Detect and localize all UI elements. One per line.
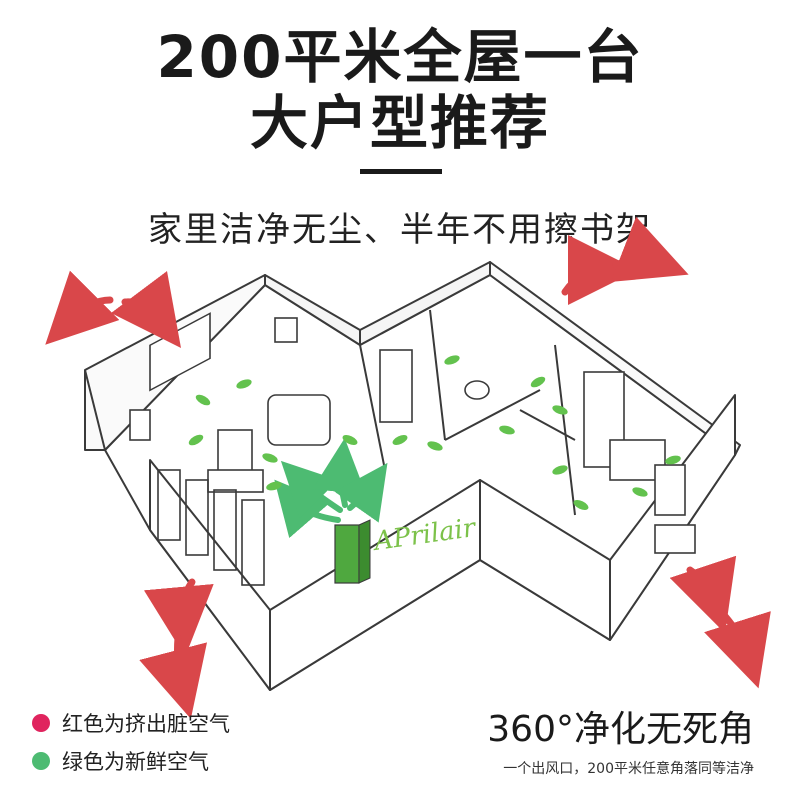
legend-label-fresh-air: 绿色为新鲜空气: [62, 750, 209, 774]
exhaust-arrow-tl-1: [45, 270, 120, 345]
exhaust-arrow-tl-2: [110, 270, 182, 348]
exhaust-arrow-tr-2: [610, 216, 689, 282]
green-dot-icon: [32, 752, 50, 770]
small-appliance: [129, 409, 151, 441]
tv: [217, 429, 253, 473]
legend-item-fresh-air: 绿色为新鲜空气: [32, 746, 209, 776]
subtitle: 家里洁净无尘、半年不用擦书架: [148, 210, 652, 250]
exhaust-arrow-tr-1: [561, 235, 638, 306]
fresh-air-arrows: [274, 438, 388, 539]
toilet: [464, 380, 490, 400]
glass-doors: [157, 469, 265, 586]
door: [379, 349, 413, 423]
wall-box: [274, 317, 298, 343]
house-details: [129, 312, 696, 554]
legend-item-dirty-air: 红色为挤出脏空气: [32, 708, 230, 738]
cabinet: [654, 464, 686, 516]
claim-360-purification: 360°净化无死角: [487, 709, 754, 750]
legend-label-dirty-air: 红色为挤出脏空气: [62, 712, 230, 736]
sofa: [267, 394, 331, 446]
title-divider: [360, 169, 442, 174]
fresh-air-leaves: [188, 355, 681, 510]
front-wall-far: [609, 394, 736, 641]
headline-line-2: 大户型推荐: [249, 89, 550, 157]
exhaust-arrow-bl-2: [139, 634, 208, 719]
claim-note: 一个出风口，200平米任意角落同等洁净: [503, 761, 754, 777]
exhaust-arrow-br-1: [669, 555, 737, 634]
dirty-air-arrows: [45, 216, 771, 719]
tv-stand: [207, 469, 264, 493]
exhaust-arrow-bl-1: [143, 578, 214, 657]
side-window: [654, 524, 696, 554]
air-purifier: [334, 524, 360, 584]
headline-line-1: 200平米全屋一台: [156, 23, 644, 91]
house-structure: [84, 261, 741, 691]
exhaust-arrow-br-2: [704, 611, 771, 689]
red-dot-icon: [32, 714, 50, 732]
